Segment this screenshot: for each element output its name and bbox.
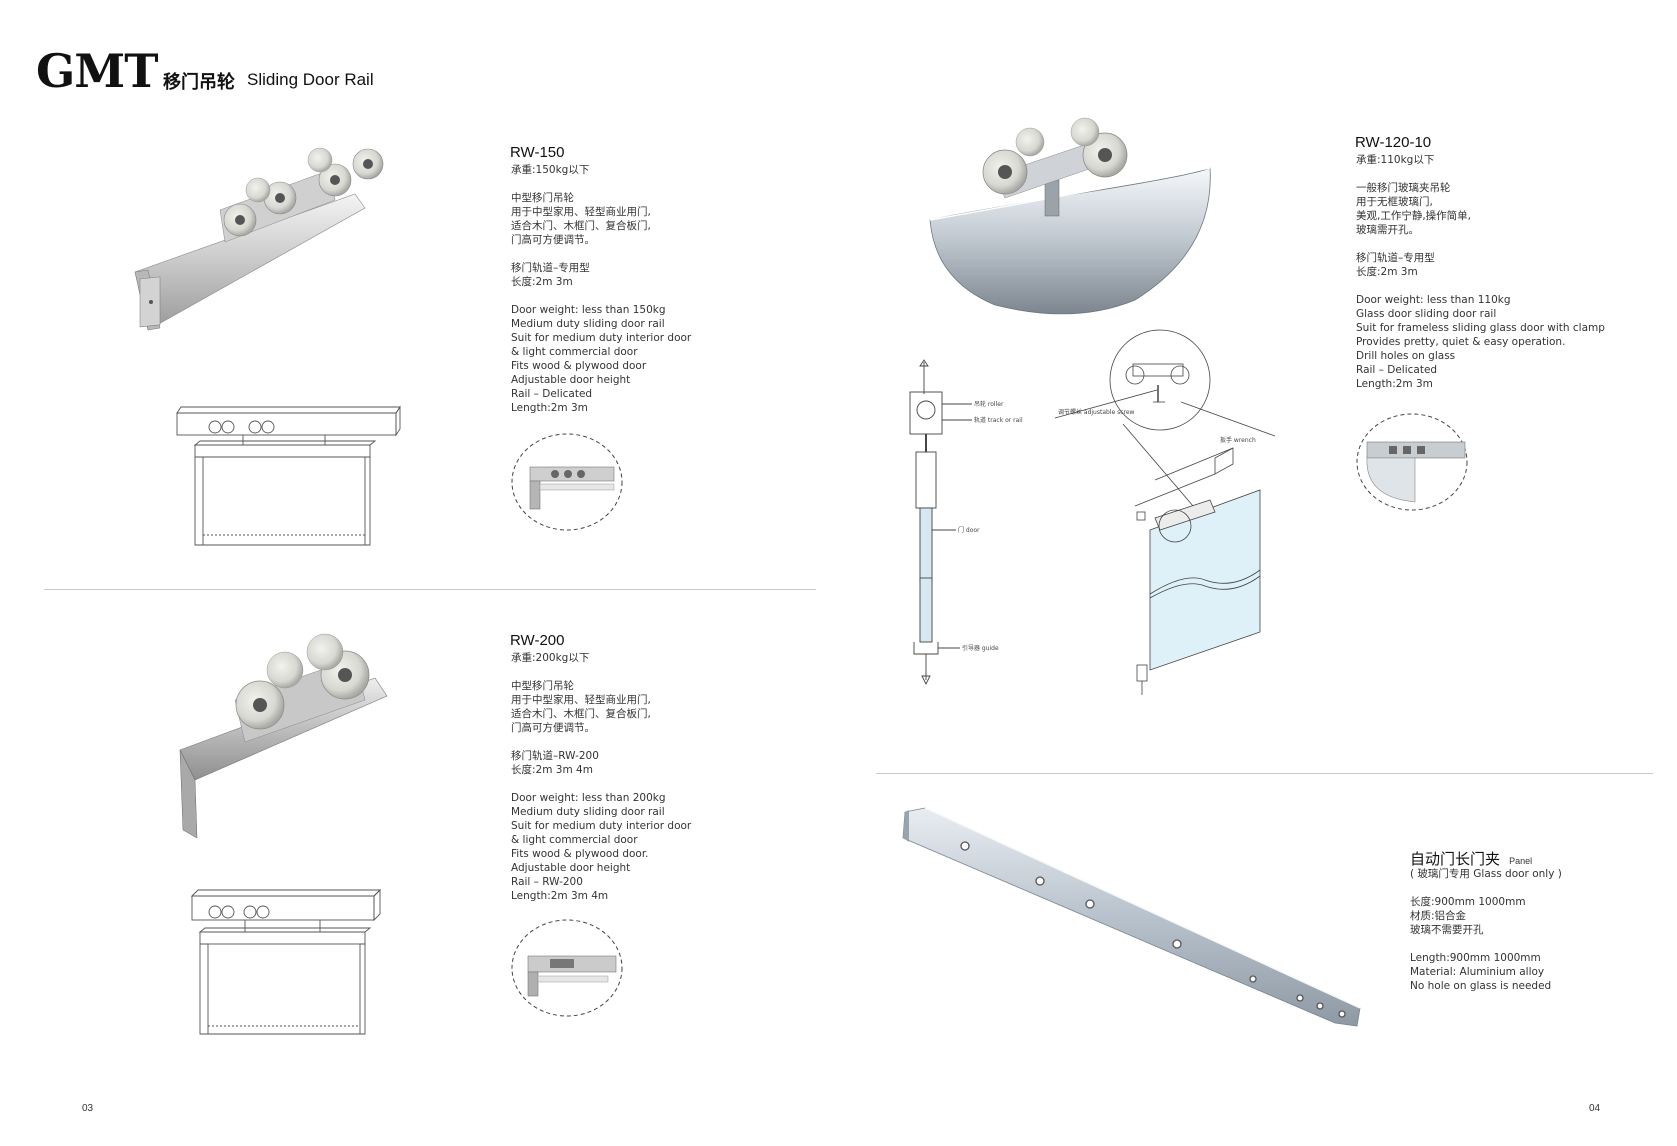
rw200-detail-circle — [511, 919, 623, 1017]
catalog-title-cn: 移门吊轮 — [163, 72, 235, 93]
right-divider — [876, 773, 1653, 774]
rw200-model: RW-200 — [510, 632, 565, 649]
rw200-cn-line: 适合木门、木框门、复合板门, — [511, 708, 651, 720]
rw12010-rail-line: 长度:2m 3m — [1356, 266, 1418, 278]
rw150-product-photo — [134, 147, 384, 331]
panel-en-line: Material: Aluminium alloy — [1410, 966, 1545, 978]
label-door: 门 door — [958, 526, 980, 534]
rw12010-cn-line: 美观,工作宁静,操作简单, — [1356, 210, 1472, 222]
rw12010-exploded-diagram: 调节螺丝 adjustable screw 扳手 wrench — [1054, 329, 1276, 695]
rw12010-detail-circle — [1356, 413, 1468, 511]
rw150-load: 承重:150kg以下 — [511, 164, 590, 176]
panel-cn-line: 材质:铝合金 — [1410, 910, 1467, 922]
rw200-cn-line: 用于中型家用、轻型商业用门, — [511, 694, 651, 706]
rw150-en-line: Adjustable door height — [511, 374, 631, 386]
rw150-cn-line: 中型移门吊轮 — [511, 192, 574, 204]
rw200-en-line: & light commercial door — [511, 834, 638, 846]
rw12010-en-line: Suit for frameless sliding glass door wi… — [1356, 322, 1605, 334]
rw200-en-line: Medium duty sliding door rail — [511, 806, 665, 818]
panel-product-photo — [902, 807, 1361, 1027]
brand-logo: GMT — [36, 44, 158, 98]
rw12010-cn-line: 玻璃需开孔。 — [1356, 224, 1419, 236]
rw12010-section-diagram: 吊轮 roller 轨道 track or rail 门 door 引导器 gu… — [909, 359, 1023, 686]
rw150-detail-circle — [511, 433, 623, 531]
rw200-en-line: Fits wood & plywood door. — [511, 848, 649, 860]
page-number-right: 04 — [1589, 1103, 1601, 1114]
rw150-assembly-drawing — [176, 405, 401, 546]
rw150-cn-line: 门高可方便调节。 — [511, 234, 595, 246]
panel-note: ( 玻璃门专用 Glass door only ) — [1410, 868, 1562, 880]
rw12010-en-line: Glass door sliding door rail — [1356, 308, 1497, 320]
rw150-en-line: Rail – Delicated — [511, 388, 593, 400]
rw200-en-line: Adjustable door height — [511, 862, 631, 874]
rw150-model: RW-150 — [510, 144, 565, 161]
label-adjustable-screw: 调节螺丝 adjustable screw — [1058, 408, 1135, 416]
rw12010-product-photo — [929, 117, 1211, 315]
rw200-en-line: Door weight: less than 200kg — [511, 792, 666, 804]
left-divider — [44, 589, 816, 590]
rw200-cn-line: 门高可方便调节。 — [511, 722, 595, 734]
rw12010-cn-line: 用于无框玻璃门, — [1356, 196, 1433, 208]
rw150-rail-line: 长度:2m 3m — [511, 276, 573, 288]
label-track: 轨道 track or rail — [974, 416, 1023, 424]
panel-title: 自动门长门夹 Panel — [1410, 848, 1532, 869]
rw200-specs: 承重:200kg以下 中型移门吊轮 用于中型家用、轻型商业用门, 适合木门、木框… — [511, 651, 691, 903]
rw200-en-line: Suit for medium duty interior door — [511, 820, 692, 832]
rw150-en-line: Suit for medium duty interior door — [511, 332, 692, 344]
panel-cn-line: 玻璃不需要开孔 — [1410, 924, 1484, 936]
label-guide: 引导器 guide — [962, 644, 999, 652]
panel-title-en: Panel — [1509, 856, 1533, 866]
rw150-cn-line: 适合木门、木框门、复合板门, — [511, 220, 651, 232]
panel-title-cn: 自动门长门夹 — [1410, 850, 1501, 868]
rw150-en-line: & light commercial door — [511, 346, 638, 358]
label-wrench: 扳手 wrench — [1220, 436, 1256, 444]
rw12010-rail-line: 移门轨道–专用型 — [1356, 252, 1435, 264]
rw200-load: 承重:200kg以下 — [511, 652, 590, 664]
rw12010-en-line: Door weight: less than 110kg — [1356, 294, 1511, 306]
rw12010-load: 承重:110kg以下 — [1356, 154, 1435, 166]
rw12010-en-line: Rail – Delicated — [1356, 364, 1438, 376]
rw150-en-line: Medium duty sliding door rail — [511, 318, 665, 330]
rw150-en-line: Door weight: less than 150kg — [511, 304, 666, 316]
rw12010-specs: 承重:110kg以下 一般移门玻璃夹吊轮 用于无框玻璃门, 美观,工作宁静,操作… — [1356, 153, 1605, 391]
rw200-en-line: Rail – RW-200 — [511, 876, 583, 888]
panel-specs: ( 玻璃门专用 Glass door only ) 长度:900mm 1000m… — [1410, 867, 1562, 993]
rw200-rail-line: 长度:2m 3m 4m — [511, 764, 593, 776]
rw200-en-line: Length:2m 3m 4m — [511, 890, 609, 902]
panel-en-line: No hole on glass is needed — [1410, 980, 1552, 992]
page-number-left: 03 — [82, 1103, 94, 1114]
rw200-rail-line: 移门轨道–RW-200 — [511, 750, 599, 762]
panel-en-line: Length:900mm 1000mm — [1410, 952, 1541, 964]
catalog-title-en: Sliding Door Rail — [247, 70, 374, 89]
rw200-assembly-drawing — [190, 888, 382, 1035]
label-roller: 吊轮 roller — [974, 400, 1004, 408]
rw12010-cn-line: 一般移门玻璃夹吊轮 — [1356, 182, 1451, 194]
panel-cn-line: 长度:900mm 1000mm — [1410, 896, 1526, 908]
rw12010-en-line: Provides pretty, quiet & easy operation. — [1356, 336, 1566, 348]
rw12010-en-line: Length:2m 3m — [1356, 378, 1433, 390]
rw150-specs: 承重:150kg以下 中型移门吊轮 用于中型家用、轻型商业用门, 适合木门、木框… — [511, 163, 691, 415]
rw12010-model: RW-120-10 — [1355, 134, 1432, 151]
rw200-cn-line: 中型移门吊轮 — [511, 680, 574, 692]
rw150-en-line: Length:2m 3m — [511, 402, 588, 414]
rw150-rail-line: 移门轨道–专用型 — [511, 262, 590, 274]
rw12010-en-line: Drill holes on glass — [1356, 350, 1456, 362]
rw200-product-photo — [179, 633, 388, 839]
rw150-cn-line: 用于中型家用、轻型商业用门, — [511, 206, 651, 218]
rw150-en-line: Fits wood & plywood door — [511, 360, 647, 372]
